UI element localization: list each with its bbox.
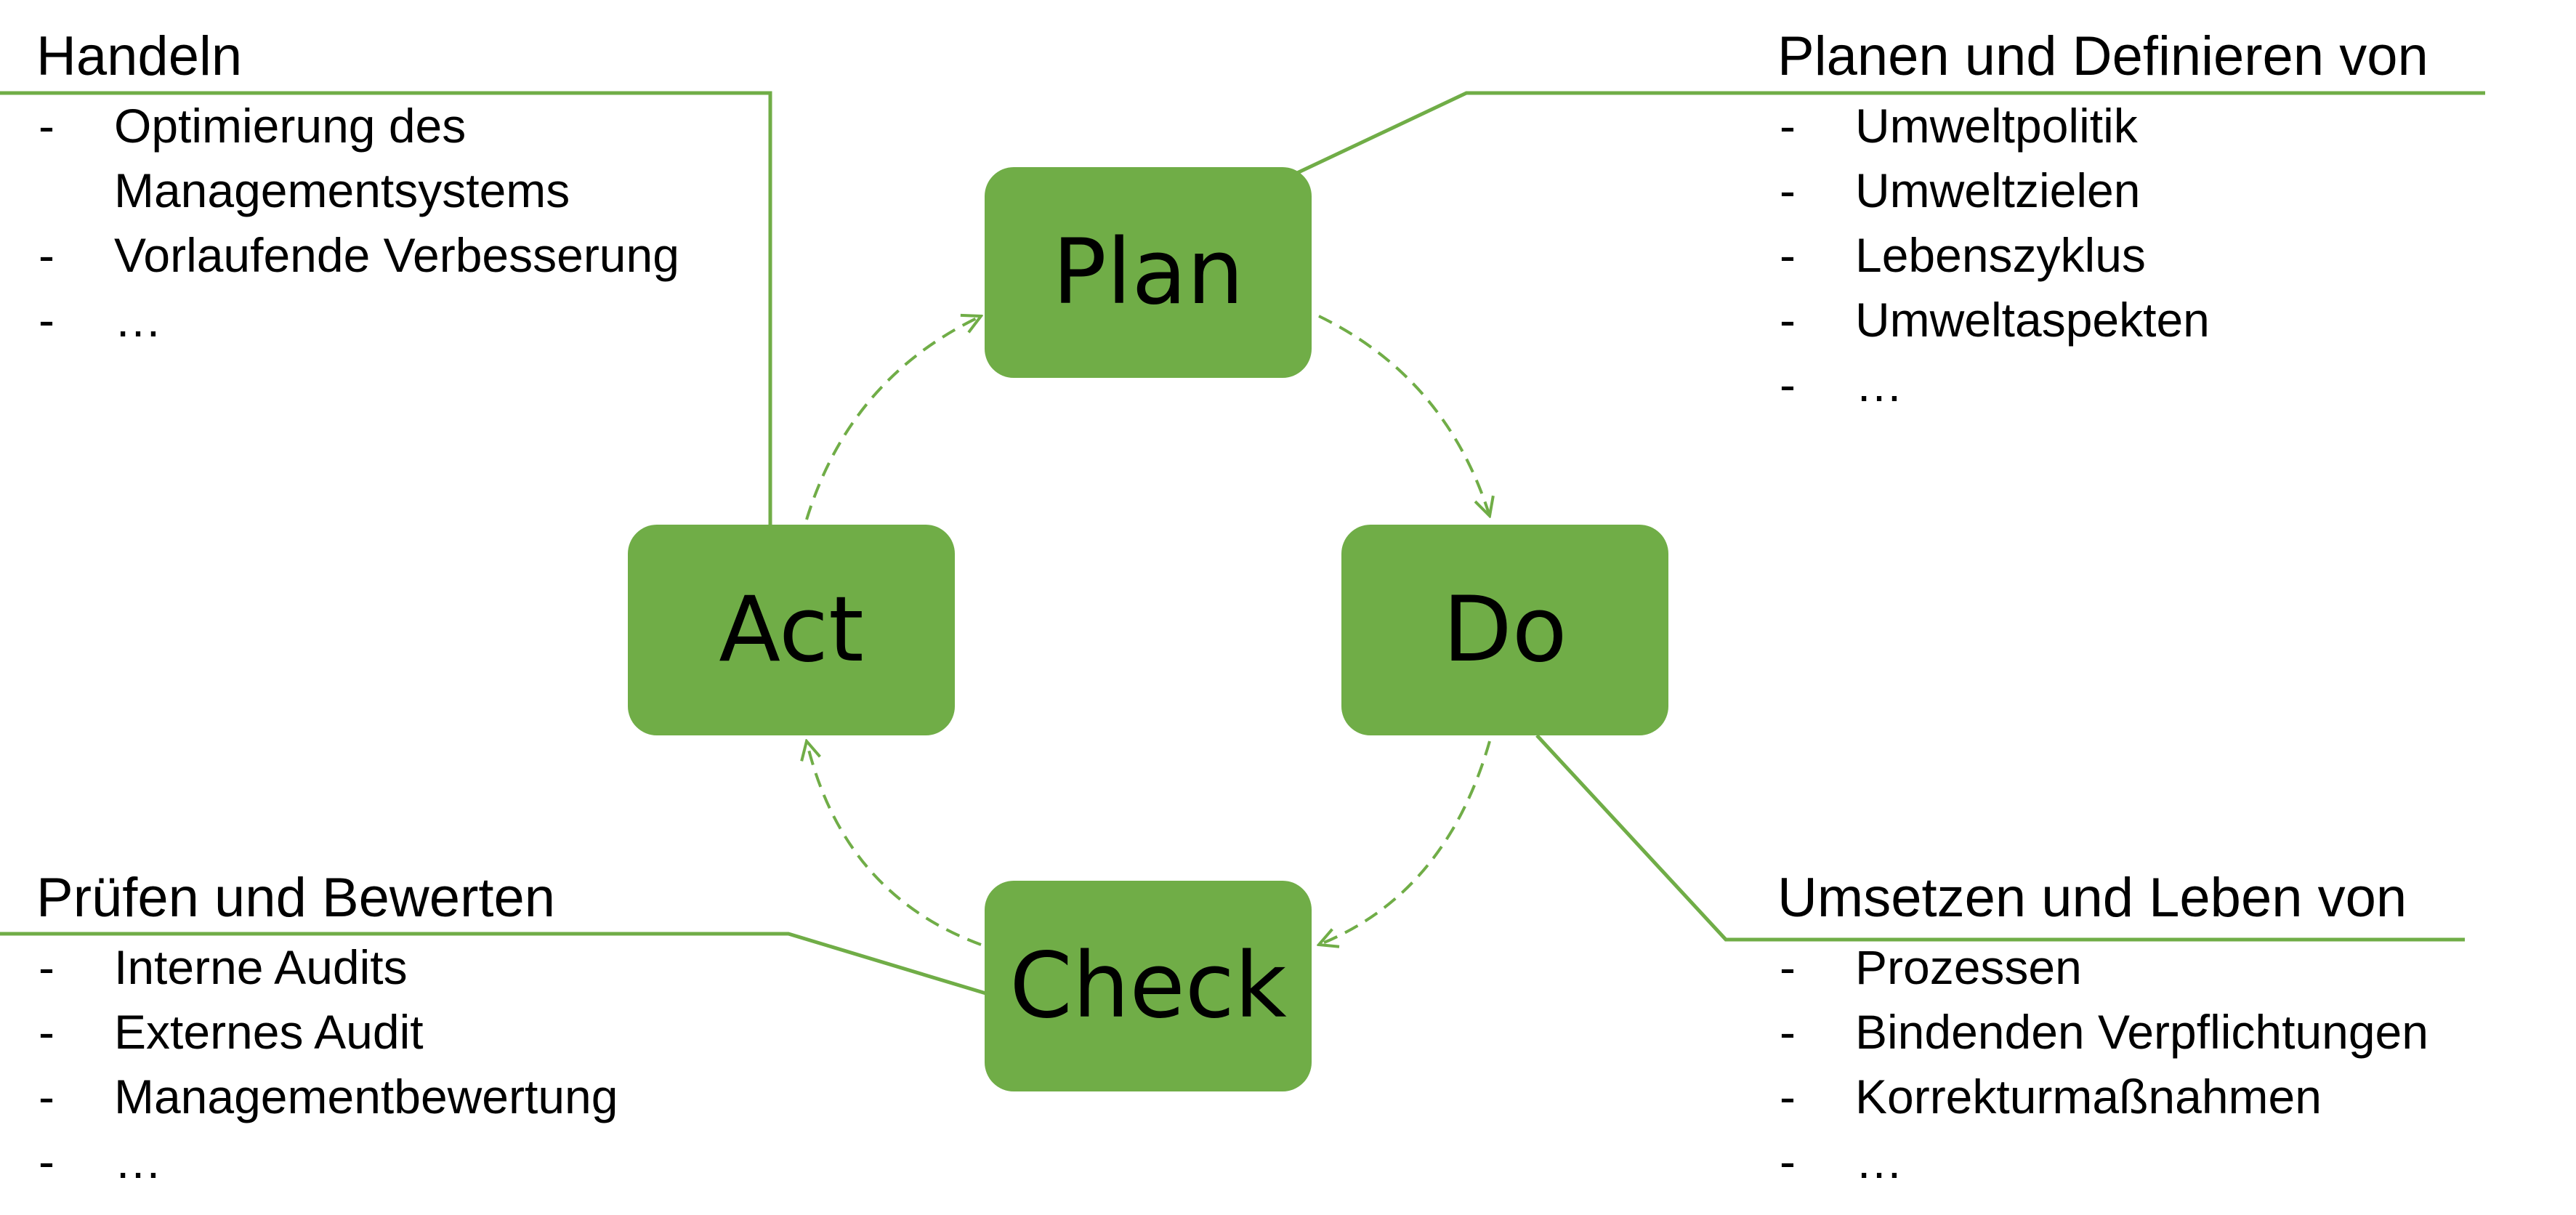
bullet-dash: - — [1780, 1134, 1796, 1188]
bullet-dash: - — [39, 1005, 54, 1059]
list-item: - … — [1777, 1129, 2569, 1194]
check-label: Check — [1009, 934, 1287, 1038]
list-item-text: Interne Audits — [114, 940, 408, 994]
plan-to-do-arrow — [1318, 315, 1490, 516]
pruefen-connector — [0, 932, 989, 996]
handeln-connector — [0, 91, 772, 527]
bullet-dash: - — [1780, 228, 1796, 282]
list-item: - Prozessen — [1777, 935, 2569, 1000]
check-to-act-arrow — [807, 741, 982, 946]
bullet-dash: - — [1780, 1005, 1796, 1059]
list-item: - … — [36, 1129, 763, 1194]
bullet-dash: - — [1780, 358, 1796, 411]
list-item: - Interne Audits — [36, 935, 763, 1000]
do-label: Do — [1442, 578, 1567, 682]
umsetzen-note: Umsetzen und Leben von - Prozessen - Bin… — [1777, 867, 2569, 1194]
list-item-text: Umweltzielen — [1855, 164, 2141, 217]
list-item: - Vorlaufende Verbesserung — [36, 223, 763, 288]
pruefen-note: Prüfen und Bewerten - Interne Audits - E… — [36, 867, 763, 1194]
list-item-text: … — [114, 293, 162, 347]
pruefen-list: - Interne Audits - Externes Audit - Mana… — [36, 935, 763, 1194]
bullet-dash: - — [39, 1134, 54, 1188]
list-item-text: … — [1855, 1134, 1903, 1188]
act-box: Act — [628, 525, 955, 735]
bullet-dash: - — [39, 1070, 54, 1123]
list-item-text: Korrekturmaßnahmen — [1855, 1070, 2322, 1123]
planen-note: Planen und Definieren von - Umweltpoliti… — [1777, 25, 2562, 417]
do-box: Do — [1341, 525, 1668, 735]
bullet-dash: - — [39, 293, 54, 347]
act-label: Act — [719, 578, 864, 682]
list-item: - Optimierung des Managementsystems — [36, 94, 763, 223]
list-item-text: Lebenszyklus — [1855, 228, 2146, 282]
list-item-text: Bindenden Verpflichtungen — [1855, 1005, 2428, 1059]
list-item: - Externes Audit — [36, 1000, 763, 1065]
bullet-dash: - — [1780, 940, 1796, 994]
umsetzen-list: - Prozessen - Bindenden Verpflichtungen … — [1777, 935, 2569, 1194]
list-item-text: Prozessen — [1855, 940, 2082, 994]
list-item: - Lebenszyklus — [1777, 223, 2562, 288]
handeln-heading: Handeln — [36, 25, 243, 87]
list-item-text: Umweltaspekten — [1855, 293, 2210, 347]
list-item-text: … — [114, 1134, 162, 1188]
planen-list: - Umweltpolitik - Umweltzielen - Lebensz… — [1777, 94, 2562, 417]
list-item: - Korrekturmaßnahmen — [1777, 1065, 2569, 1129]
bullet-dash: - — [39, 228, 54, 282]
list-item-text: Umweltpolitik — [1855, 99, 2138, 153]
list-item-text: … — [1855, 358, 1903, 411]
bullet-dash: - — [1780, 99, 1796, 153]
bullet-dash: - — [39, 940, 54, 994]
list-item: - Managementbewertung — [36, 1065, 763, 1129]
bullet-dash: - — [1780, 164, 1796, 217]
pruefen-heading: Prüfen und Bewerten — [36, 867, 556, 929]
bullet-dash: - — [39, 99, 54, 153]
act-to-plan-arrow — [805, 316, 981, 520]
handeln-list: - Optimierung des Managementsystems - Vo… — [36, 94, 763, 352]
list-item-text: Externes Audit — [114, 1005, 424, 1059]
list-item: - Umweltaspekten — [1777, 288, 2562, 352]
handeln-note: Handeln - Optimierung des Managementsyst… — [36, 25, 763, 352]
plan-box: Plan — [985, 167, 1312, 378]
plan-label: Plan — [1052, 220, 1244, 325]
list-item: - Umweltpolitik — [1777, 94, 2562, 158]
planen-connector — [1296, 91, 2485, 175]
list-item: - … — [36, 288, 763, 352]
check-box: Check — [985, 881, 1312, 1091]
list-item: - … — [1777, 352, 2562, 417]
do-to-check-arrow — [1319, 740, 1491, 945]
bullet-dash: - — [1780, 293, 1796, 347]
list-item-text: Vorlaufende Verbesserung — [114, 228, 679, 282]
umsetzen-heading: Umsetzen und Leben von — [1777, 867, 2407, 929]
list-item-text: Optimierung des Managementsystems — [114, 99, 570, 217]
umsetzen-connector — [1535, 734, 2465, 942]
list-item-text: Managementbewertung — [114, 1070, 618, 1123]
bullet-dash: - — [1780, 1070, 1796, 1123]
planen-heading: Planen und Definieren von — [1777, 25, 2428, 87]
list-item: - Bindenden Verpflichtungen — [1777, 1000, 2569, 1065]
list-item: - Umweltzielen — [1777, 158, 2562, 223]
